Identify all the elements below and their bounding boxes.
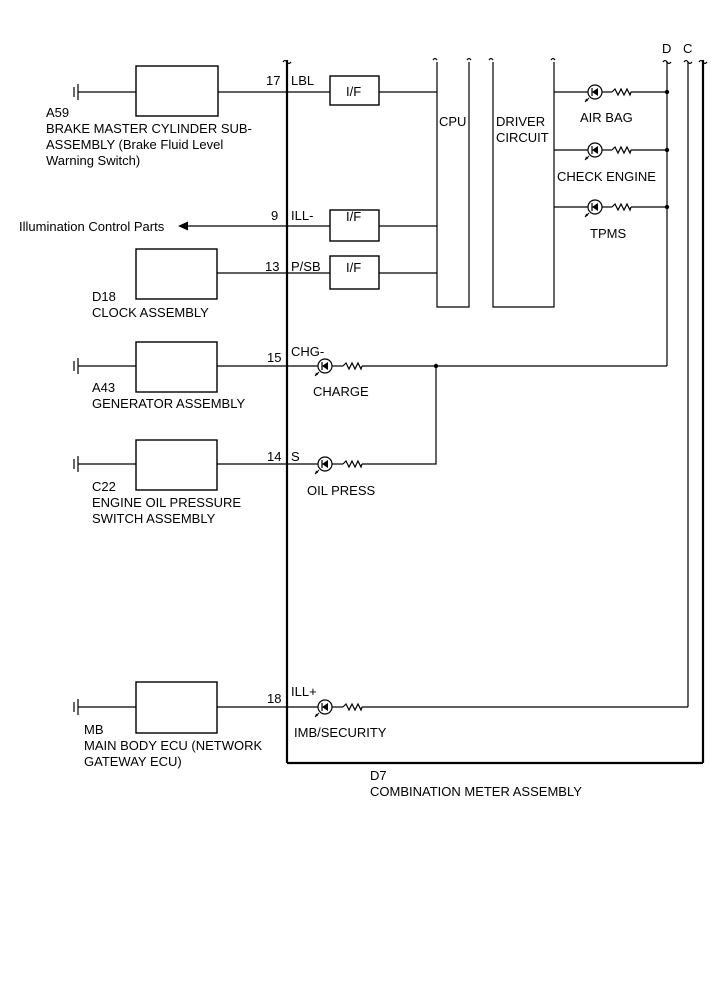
pin-number: 18 [267,691,281,706]
charge-led-icon [314,358,333,377]
bus-break-mark [698,59,708,65]
tpms-label: TPMS [590,226,626,241]
imb-security-label: IMB/SECURITY [294,725,387,740]
ground-icon [73,455,79,473]
component-code: C22 [92,479,116,494]
if-block [329,255,380,290]
pin-number: 13 [265,259,279,274]
if-label: I/F [346,260,361,275]
pin-name: LBL [291,73,314,88]
connector-c-label: C [683,41,692,56]
arrow-left-icon [178,221,188,231]
component-name: SWITCH ASSEMBLY [92,511,216,526]
driver-circuit-block [488,57,556,308]
charge-label: CHARGE [313,384,369,399]
meter-name: COMBINATION METER ASSEMBLY [370,784,582,799]
pin-name: ILL+ [291,684,317,699]
ground-icon [73,83,79,101]
d18-clock [135,248,437,300]
cpu-label: CPU [439,114,466,129]
driver-circuit-label: CIRCUIT [496,130,549,145]
oil-press-label: OIL PRESS [307,483,375,498]
a43-generator [73,341,667,393]
resistor-icon [611,146,632,154]
component-name: ENGINE OIL PRESSURE [92,495,241,510]
check-engine-light [554,142,670,161]
check-engine-led-icon [584,142,603,161]
check-engine-label: CHECK ENGINE [557,169,656,184]
ground-icon [73,698,79,716]
illumination-control-label: Illumination Control Parts [19,219,165,234]
if-block [329,209,380,242]
mb-main-body-ecu [73,681,688,734]
a59-brake-switch [73,65,437,117]
component-code: MB [84,722,104,737]
component-name: GENERATOR ASSEMBLY [92,396,245,411]
component-code: A59 [46,105,69,120]
tpms-led-icon [584,199,603,218]
pin-number: 17 [266,73,280,88]
resistor-icon [342,362,363,370]
if-block [329,75,380,106]
ground-icon [73,357,79,375]
pin-name: ILL- [291,208,313,223]
component-name: GATEWAY ECU) [84,754,182,769]
driver-circuit-label: DRIVER [496,114,545,129]
resistor-icon [342,703,363,711]
c22-oil-pressure-switch [73,366,437,491]
tpms-light [554,199,670,218]
resistor-icon [611,203,632,211]
air-bag-led-icon [584,84,603,103]
if-label: I/F [346,209,361,224]
component-code: D18 [92,289,116,304]
if-label: I/F [346,84,361,99]
oil-press-led-icon [314,456,333,475]
connector-d-label: D [662,41,671,56]
component-name: MAIN BODY ECU (NETWORK [84,738,262,753]
air-bag-label: AIR BAG [580,110,633,125]
component-name: ASSEMBLY (Brake Fluid Level [46,137,223,152]
bus-break-mark [282,59,292,65]
pin-number: 9 [271,208,278,223]
pin-number: 14 [267,449,281,464]
pin-number: 15 [267,350,281,365]
cpu-block [432,57,472,308]
illumination-line [178,209,437,242]
resistor-icon [342,460,363,468]
meter-code: D7 [370,768,387,783]
pin-name: S [291,449,300,464]
component-code: A43 [92,380,115,395]
air-bag-light [554,84,670,103]
resistor-icon [611,88,632,96]
component-name: Warning Switch) [46,153,140,168]
pin-name: P/SB [291,259,321,274]
pin-name: CHG- [291,344,324,359]
component-name: CLOCK ASSEMBLY [92,305,209,320]
component-name: BRAKE MASTER CYLINDER SUB- [46,121,252,136]
imb-security-led-icon [314,699,333,718]
